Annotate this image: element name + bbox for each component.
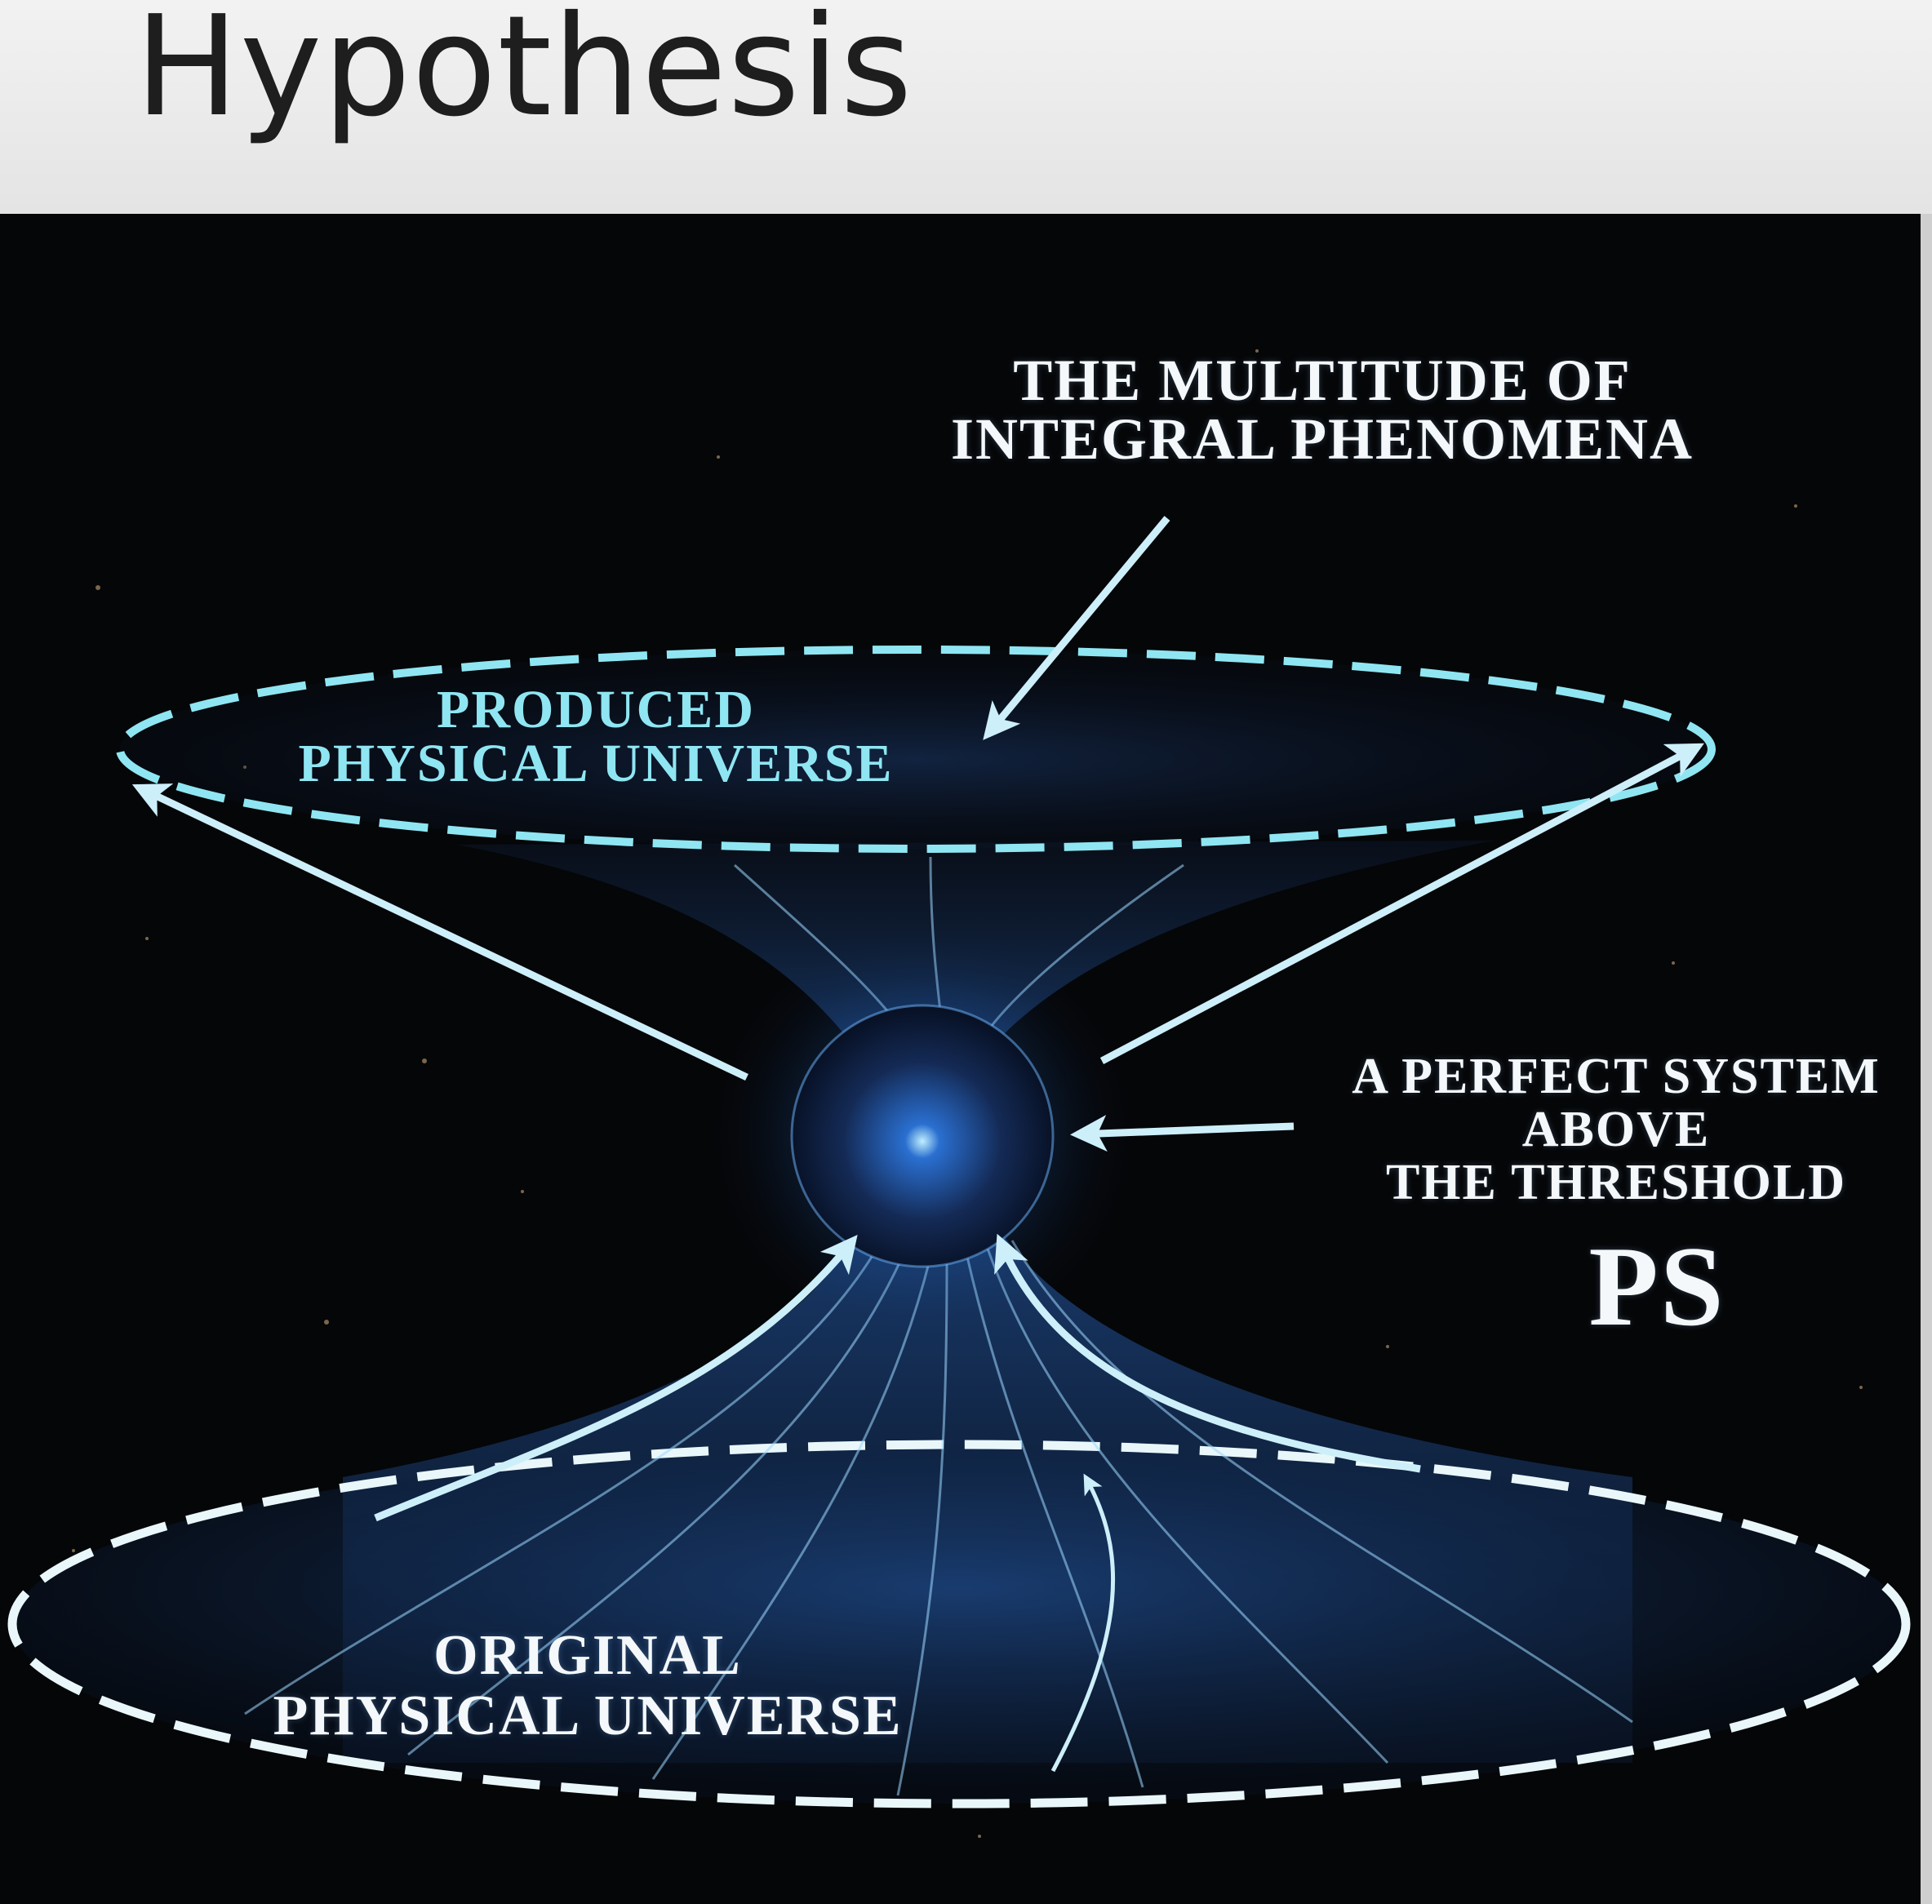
system-label-line2: ABOVE <box>1521 1102 1711 1158</box>
multitude-label: THE MULTITUDE OF INTEGRAL PHENOMENA <box>873 351 1771 468</box>
page-header: Hypothesis <box>0 0 1932 214</box>
produced-universe-label-line1: PRODUCED <box>437 680 755 739</box>
arrow-lower-right-up <box>994 1233 1421 1473</box>
diagram-canvas <box>7 349 1911 1838</box>
arrow-multitude <box>983 516 1170 740</box>
ps-sphere <box>790 1004 1055 1268</box>
original-universe-label-line2: PHYSICAL UNIVERSE <box>273 1684 903 1747</box>
produced-universe-label-line2: PHYSICAL UNIVERSE <box>298 734 894 793</box>
multitude-label-line1: THE MULTITUDE OF <box>1013 348 1632 413</box>
arrow-sphere-to-left <box>131 783 748 1081</box>
arrows <box>131 516 1704 1773</box>
produced-universe-ellipse <box>116 646 1716 853</box>
arrow-lower-left-up <box>374 1234 858 1522</box>
system-label: A PERFECT SYSTEM ABOVE THE THRESHOLD <box>1306 1050 1926 1209</box>
system-label-line3: THE THRESHOLD <box>1385 1155 1847 1211</box>
diagram-slide: THE MULTITUDE OF INTEGRAL PHENOMENA PROD… <box>0 214 1932 1904</box>
starfield <box>72 349 1863 1838</box>
original-universe-label: ORIGINAL PHYSICAL UNIVERSE <box>196 1626 979 1746</box>
arrow-system <box>1070 1115 1295 1152</box>
produced-universe-label: PRODUCED PHYSICAL UNIVERSE <box>269 683 922 791</box>
system-label-line1: A PERFECT SYSTEM <box>1352 1049 1881 1104</box>
arrow-sphere-to-right <box>1099 743 1704 1064</box>
ps-label: PS <box>1588 1223 1725 1350</box>
original-universe-ellipse <box>7 1440 1911 1809</box>
arrow-inner-up <box>1050 1473 1115 1773</box>
multitude-label-line2: INTEGRAL PHENOMENA <box>950 406 1694 472</box>
page-title: Hypothesis <box>135 0 913 148</box>
screen-edge <box>1921 214 1932 1904</box>
original-universe-label-line1: ORIGINAL <box>433 1624 742 1687</box>
